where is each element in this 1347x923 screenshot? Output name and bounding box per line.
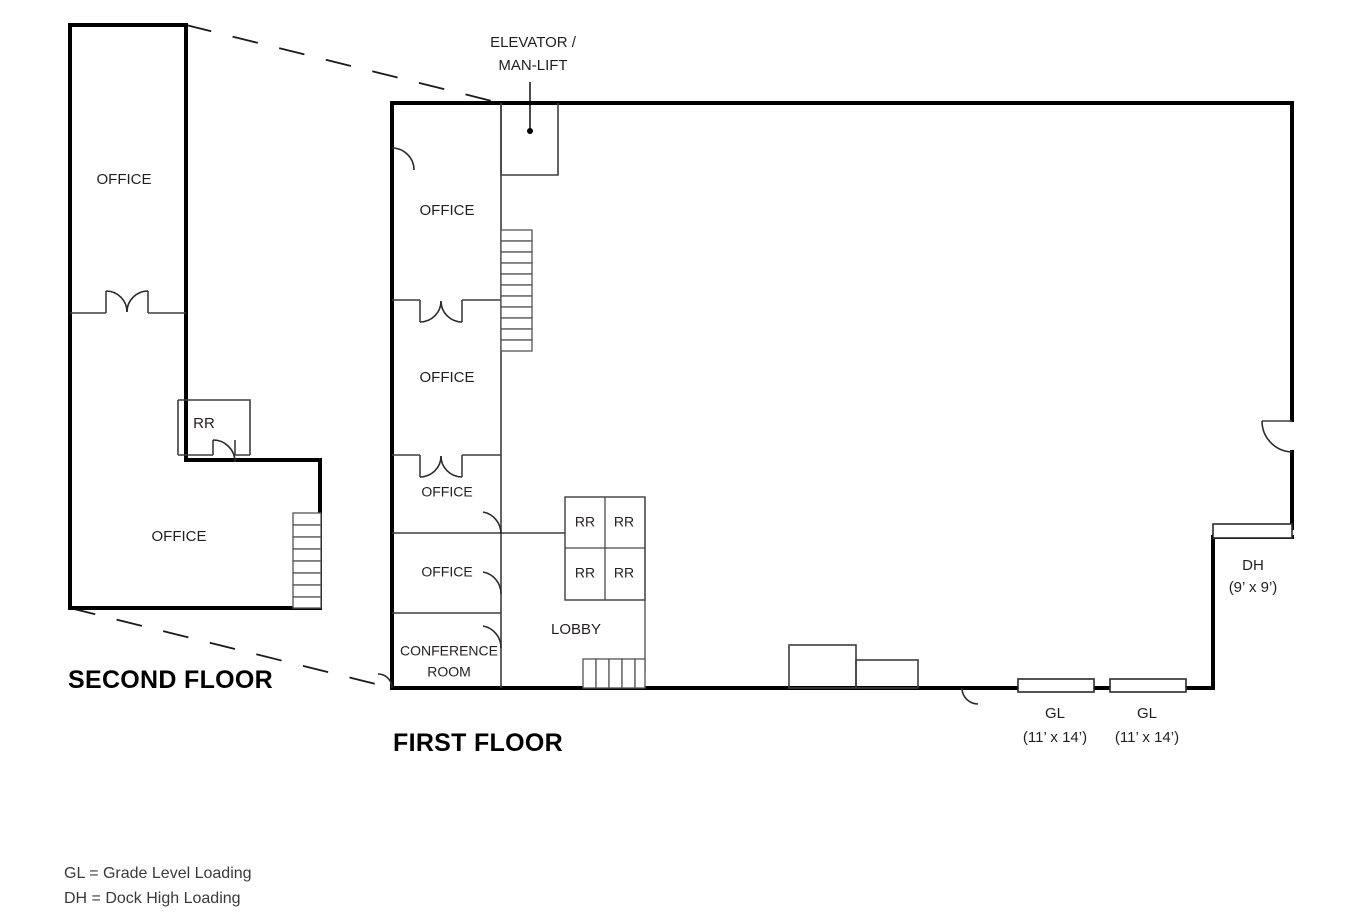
elevator-callout-line2: MAN-LIFT: [498, 57, 567, 74]
dash-leader-bottom: [69, 607, 393, 689]
grade-level-2-dimensions: (11’ x 14’): [1115, 729, 1179, 746]
top-left-exterior-door: [391, 147, 415, 171]
lobby-stairs: [582, 658, 646, 689]
first-floor-office-4-label: OFFICE: [421, 564, 472, 580]
right-exterior-door: [1261, 420, 1293, 453]
conference-room-label-line2: ROOM: [427, 664, 471, 680]
legend-item-dh: DH = Dock High Loading: [64, 890, 241, 907]
first-floor-office-3-label: OFFICE: [421, 484, 472, 500]
legend-item-gl: GL = Grade Level Loading: [64, 865, 252, 882]
corridor-door-1: [482, 511, 502, 535]
conference-room-label-line1: CONFERENCE: [400, 643, 498, 659]
first-floor-office-2-label: OFFICE: [420, 369, 475, 386]
second-floor-office-upper-label: OFFICE: [97, 171, 152, 188]
double-door-arc-right: [126, 290, 149, 313]
grade-level-1-code: GL: [1045, 705, 1065, 722]
dash-leader-top: [185, 24, 501, 104]
bottom-left-exterior-door: [377, 673, 393, 689]
first-floor-title: FIRST FLOOR: [393, 729, 563, 757]
restroom-label-1: RR: [575, 514, 595, 530]
restroom-label-3: RR: [575, 565, 595, 581]
second-floor-title: SECOND FLOOR: [68, 666, 273, 694]
restroom-door-arc: [212, 439, 236, 463]
first-floor-plan: OFFICE OFFICE OFFICE OFFICE CONFERENCE R…: [377, 101, 1294, 705]
grade-level-door-1-label-group: GL (11’ x 14’): [1023, 705, 1087, 746]
elevator-callout: ELEVATOR / MAN-LIFT: [490, 34, 577, 134]
lobby-label: LOBBY: [551, 621, 601, 638]
double-door-arc-left: [105, 290, 128, 313]
second-floor-office-lower-label: OFFICE: [152, 528, 207, 545]
bottom-personnel-door: [961, 687, 979, 705]
grade-level-door-1-opening: [1017, 678, 1095, 693]
corridor-door-2: [482, 571, 502, 595]
restroom-label-2: RR: [614, 514, 634, 530]
office-partition-1: [392, 299, 501, 323]
restroom-block: [564, 496, 646, 673]
restroom-label-4: RR: [614, 565, 634, 581]
first-floor-wall-lower: [390, 101, 1294, 690]
dock-high-dimensions: (9’ x 9’): [1229, 579, 1278, 596]
grade-level-1-dimensions: (11’ x 14’): [1023, 729, 1087, 746]
elevator-leader-dot: [527, 128, 533, 134]
enlargement-leader-lines: [69, 24, 501, 689]
first-floor-wall-top: [390, 101, 1294, 422]
first-floor-office-1-label: OFFICE: [420, 202, 475, 219]
second-floor-plan: RR OFFICE OFFICE: [68, 23, 322, 610]
second-floor-restroom: [177, 399, 251, 463]
grade-level-2-code: GL: [1137, 705, 1157, 722]
grade-level-door-2-label-group: GL (11’ x 14’): [1115, 705, 1179, 746]
first-floor-stairs: [500, 229, 533, 352]
corridor-door-3: [482, 625, 502, 649]
dock-high-door-opening: [1212, 523, 1293, 539]
second-floor-office-partition: [70, 290, 186, 314]
second-floor-exterior-wall: [68, 23, 322, 610]
loading-legend: GL = Grade Level Loading DH = Dock High …: [64, 865, 252, 907]
bottom-wall-structures: [788, 644, 919, 689]
office-partition-2: [392, 454, 501, 478]
elevator-callout-line1: ELEVATOR /: [490, 34, 577, 51]
dock-high-door-label-group: DH (9’ x 9’): [1229, 557, 1278, 596]
dock-high-code: DH: [1242, 557, 1264, 574]
second-floor-stairs: [292, 512, 322, 609]
grade-level-door-2-opening: [1109, 678, 1187, 693]
second-floor-rr-label: RR: [193, 415, 215, 432]
